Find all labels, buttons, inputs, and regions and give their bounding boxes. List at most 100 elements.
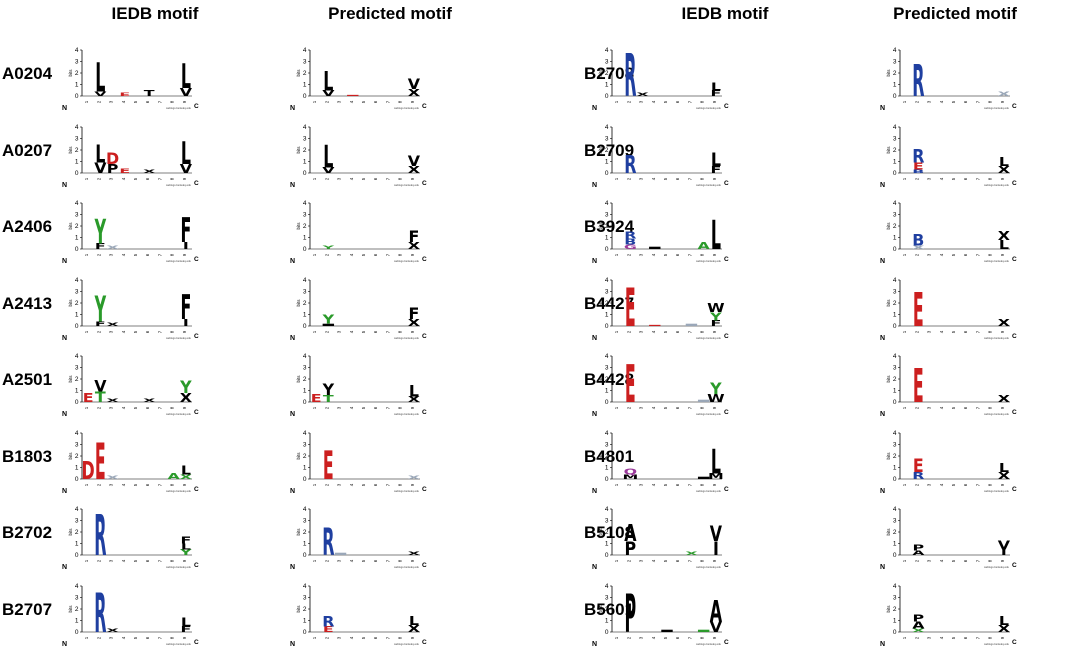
y-tick-label: 2 [893,300,897,307]
residue-letter: L [409,381,419,400]
residue-letter: X [408,551,420,557]
x-tick-label: 1 [312,406,317,409]
x-tick-label: 9 [1000,406,1005,409]
y-tick-label: 1 [893,235,897,242]
y-tick-label: 3 [75,365,79,372]
x-tick-label: 9 [1000,636,1005,639]
x-tick-label: 4 [651,483,656,486]
residue-letter: V [998,539,1010,553]
n-terminus-label: N [62,335,67,342]
residue-letter: P [625,584,637,645]
x-tick-label: 5 [663,253,668,256]
residue-letter: D [82,456,95,485]
residue-letter: R [322,613,335,630]
residue-bar [661,629,673,632]
residue-letter: F [180,211,191,251]
x-tick-label: 7 [385,406,390,409]
residue-letter: X [408,88,420,99]
y-tick-label: 1 [75,311,79,318]
residue-letter: I [713,539,719,561]
x-tick-label: 5 [663,330,668,333]
x-tick-label: 1 [902,177,907,180]
x-tick-label: 3 [109,330,114,333]
y-axis-label: bits [598,145,603,153]
residue-letter: F [710,165,721,176]
allele-label: B5601 [584,599,635,619]
y-tick-label: 3 [893,441,897,448]
y-tick-label: 2 [303,453,307,460]
residue-letter: L [711,149,721,171]
weblogo-credit: weblogo.berkeley.edu [394,565,420,569]
residue-letter: L [999,239,1009,253]
residue-letter: Y [94,212,107,252]
x-tick-label: 4 [939,406,944,409]
residue-letter: R [912,471,924,482]
y-tick-label: 2 [605,223,609,230]
x-tick-label: 9 [1000,483,1005,486]
x-tick-label: 1 [614,253,619,256]
residue-letter: V [322,165,335,174]
x-tick-label: 2 [914,330,919,333]
x-tick-label: 7 [687,406,692,409]
y-tick-label: 4 [893,124,897,131]
x-tick-label: 1 [312,636,317,639]
x-tick-label: 3 [337,636,342,639]
residue-bar [697,629,710,632]
x-tick-label: 9 [1000,330,1005,333]
y-tick-label: 2 [75,70,79,77]
x-tick-label: 1 [902,636,907,639]
residue-letter: V [710,522,722,547]
x-tick-label: 6 [675,177,680,180]
y-tick-label: 1 [605,311,609,318]
x-tick-label: 1 [614,177,619,180]
residue-letter: P [913,543,925,552]
weblogo-credit: weblogo.berkeley.edu [984,336,1010,340]
x-tick-label: 3 [337,253,342,256]
n-terminus-label: N [62,488,67,495]
residue-letter: L [181,615,191,629]
x-tick-label: 8 [398,636,403,639]
y-tick-label: 2 [303,70,307,77]
c-terminus-label: C [1012,333,1017,340]
y-tick-label: 2 [605,453,609,460]
x-tick-label: 3 [639,483,644,486]
x-tick-label: 7 [385,100,390,103]
weblogo-credit: weblogo.berkeley.edu [166,489,192,493]
weblogo-credit: weblogo.berkeley.edu [984,565,1010,569]
y-tick-label: 4 [605,430,609,437]
x-tick-label: 6 [145,636,150,639]
x-tick-label: 9 [712,330,717,333]
y-tick-label: 0 [303,323,307,330]
x-tick-label: 1 [902,483,907,486]
x-tick-label: 1 [614,406,619,409]
residue-letter: B [624,237,636,246]
y-tick-label: 3 [605,518,609,525]
x-tick-label: 9 [410,100,415,103]
x-tick-label: 2 [626,406,631,409]
y-tick-label: 0 [605,170,609,177]
y-tick-label: 4 [893,47,897,54]
y-axis-label: bits [68,145,73,153]
n-terminus-label: N [880,641,885,648]
residue-letter: X [106,627,118,633]
x-tick-label: 7 [157,483,162,486]
y-tick-label: 2 [605,300,609,307]
y-tick-label: 2 [893,376,897,383]
residue-letter: X [106,321,118,327]
x-tick-label: 3 [337,406,342,409]
residue-letter: M [708,471,724,480]
weblogo-credit: weblogo.berkeley.edu [696,336,722,340]
y-tick-label: 4 [75,124,79,131]
residue-letter: T [144,89,155,98]
